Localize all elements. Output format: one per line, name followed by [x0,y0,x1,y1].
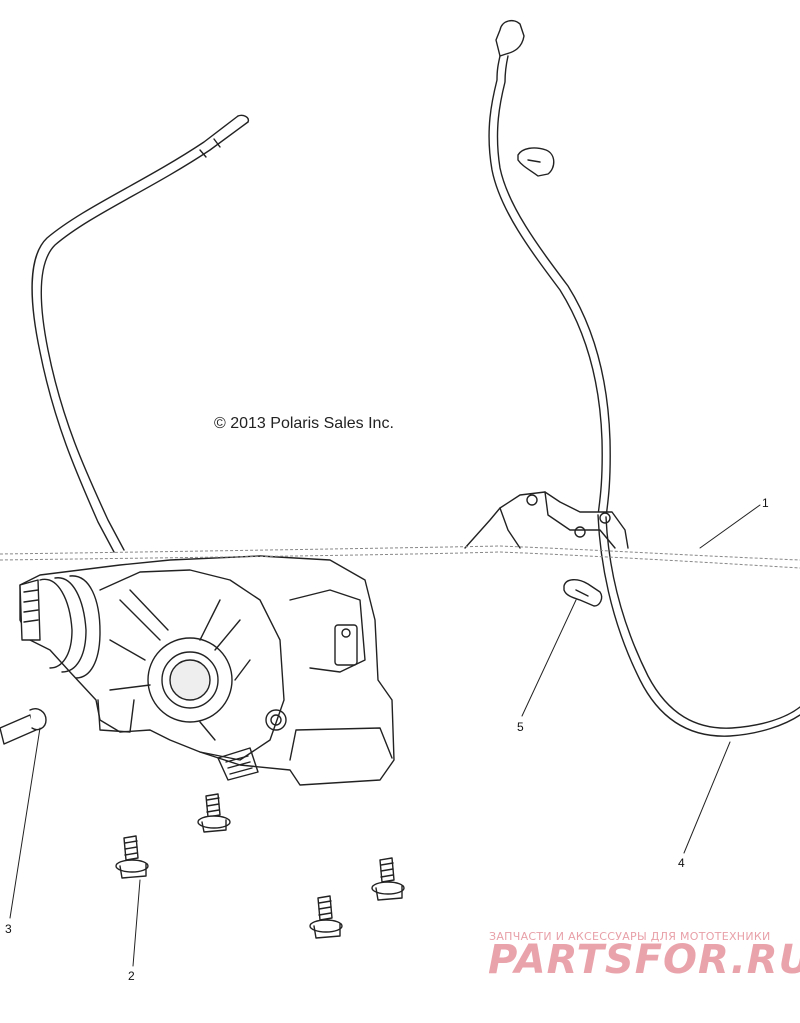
vent-hose-left [31,114,250,553]
differential-front-housing [464,491,629,549]
watermark-tagline: ЗАПЧАСТИ И АКСЕССУАРЫ ДЛЯ МОТОТЕХНИКИ [489,930,771,943]
callout-1: 1 [762,496,769,510]
differential-main-body [19,555,395,786]
leader-lines [9,504,761,967]
clip-top [517,147,555,177]
bolt-a [197,793,231,833]
plug-3 [0,708,47,745]
breather-hose-loop [597,514,800,737]
callout-4: 4 [678,856,685,870]
bolt-b [115,835,149,879]
bolt-c [371,857,405,901]
vent-hose-right [488,19,611,518]
bolt-d [309,895,343,939]
clip-5 [563,579,603,607]
copyright-notice: © 2013 Polaris Sales Inc. [214,415,394,432]
callout-2: 2 [128,969,135,983]
callout-5: 5 [517,720,524,734]
watermark-logo: PARTSFOR.RU [488,937,800,983]
torn-band [0,545,800,569]
callout-3: 3 [5,922,12,936]
